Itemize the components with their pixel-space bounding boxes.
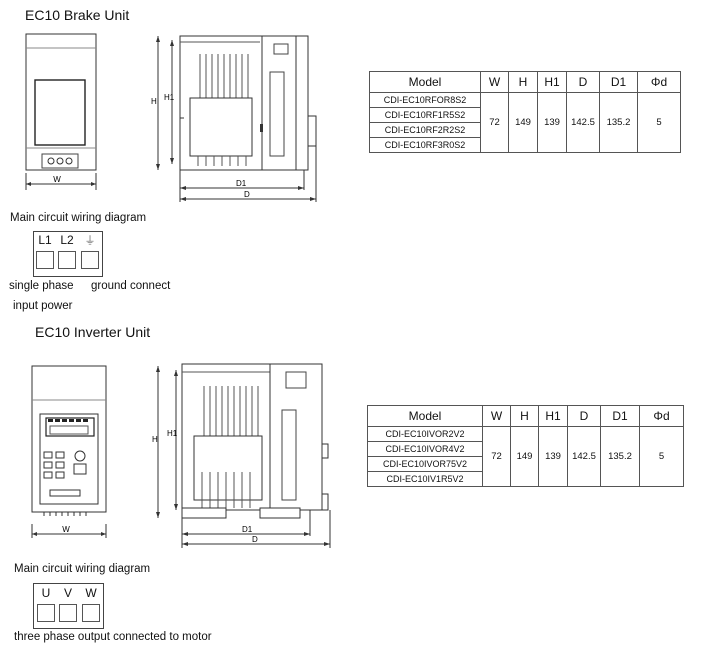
inverter-wiring-caption: Main circuit wiring diagram (14, 563, 151, 575)
inverter-dim-h1-label: H1 (167, 429, 178, 438)
table-row: CDI-EC10RFOR8S2 72 149 139 142.5 135.2 5 (369, 92, 681, 153)
brake-terminal-block: L1 L2 ⏚ (33, 231, 103, 277)
inverter-model-cell: CDI-EC10IVOR2V2 (367, 426, 483, 442)
brake-spec-table: Model W H H1 D D1 Φd CDI-EC10RFOR8S2 72 … (369, 71, 681, 153)
brake-side-view: H H1 D1 D (151, 35, 317, 202)
terminal-l2 (58, 251, 76, 269)
terminal-label-u: U (41, 586, 51, 600)
brake-note-single-phase: single phase (9, 280, 74, 292)
inverter-side-view: H H1 D1 D (152, 363, 331, 548)
inverter-dim-d-label: D (252, 535, 258, 544)
brake-unit-title: EC10 Brake Unit (25, 7, 130, 23)
terminal-v (59, 604, 77, 622)
terminal-label-l1: L1 (38, 233, 52, 247)
brake-col-d: D (566, 71, 600, 93)
brake-dim-d-label: D (244, 190, 250, 199)
terminal-label-w: W (85, 586, 97, 600)
inverter-model-cell: CDI-EC10IVOR4V2 (367, 441, 483, 457)
brake-dim-w-label: W (53, 175, 61, 184)
brake-model-cell: CDI-EC10RFOR8S2 (369, 92, 481, 108)
brake-note-ground-connect: ground connect (91, 280, 171, 292)
terminal-label-v: V (63, 586, 72, 600)
inverter-dim-h-label: H (152, 435, 158, 444)
inverter-value-d1: 135.2 (600, 426, 640, 487)
brake-col-h: H (508, 71, 538, 93)
brake-front-view: W (25, 33, 97, 190)
inverter-terminal-block: U V W (33, 583, 104, 629)
brake-model-cell: CDI-EC10RF1R5S2 (369, 107, 481, 123)
inverter-value-d: 142.5 (567, 426, 601, 487)
inverter-dim-d1-label: D1 (242, 525, 253, 534)
brake-model-cell: CDI-EC10RF2R2S2 (369, 122, 481, 138)
brake-value-phid: 5 (637, 92, 681, 153)
inverter-col-d: D (567, 405, 601, 427)
brake-note-input-power: input power (13, 300, 73, 312)
inverter-spec-table: Model W H H1 D D1 Φd CDI-EC10IVOR2V2 72 … (367, 405, 684, 487)
brake-model-cell: CDI-EC10RF3R0S2 (369, 137, 481, 153)
table-row: CDI-EC10IVOR2V2 72 149 139 142.5 135.2 5 (367, 426, 684, 487)
inverter-col-model: Model (367, 405, 483, 427)
terminal-l1 (36, 251, 54, 269)
brake-dim-h-label: H (151, 97, 157, 106)
inverter-value-w: 72 (482, 426, 511, 487)
brake-dim-d1-label: D1 (236, 179, 247, 188)
inverter-model-cell: CDI-EC10IV1R5V2 (367, 471, 483, 487)
inverter-front-view: W (31, 365, 107, 538)
inverter-value-h1: 139 (538, 426, 568, 487)
inverter-note-motor: three phase output connected to motor (14, 631, 212, 643)
terminal-label-l2: L2 (60, 233, 74, 247)
terminal-u (37, 604, 55, 622)
brake-col-h1: H1 (537, 71, 567, 93)
brake-col-d1: D1 (599, 71, 638, 93)
table-row: CDI-EC10RF3R0S2 (369, 137, 681, 153)
inverter-col-h1: H1 (538, 405, 568, 427)
inverter-col-d1: D1 (600, 405, 640, 427)
brake-dim-h1-label: H1 (164, 93, 175, 102)
inverter-col-w: W (482, 405, 511, 427)
table-row: CDI-EC10IV1R5V2 (367, 471, 684, 487)
inverter-value-phid: 5 (639, 426, 684, 487)
inverter-value-h: 149 (510, 426, 539, 487)
inverter-table-header-row: Model W H H1 D D1 Φd (367, 405, 684, 427)
ground-icon: ⏚ (84, 235, 96, 247)
brake-value-d1: 135.2 (599, 92, 638, 153)
brake-table-header-row: Model W H H1 D D1 Φd (369, 71, 681, 93)
brake-col-phid: Φd (637, 71, 681, 93)
inverter-unit-title: EC10 Inverter Unit (35, 324, 151, 340)
brake-value-d: 142.5 (566, 92, 600, 153)
inverter-dim-w-label: W (62, 525, 70, 534)
brake-value-w: 72 (480, 92, 509, 153)
brake-col-w: W (480, 71, 509, 93)
inverter-col-phid: Φd (639, 405, 684, 427)
brake-col-model: Model (369, 71, 481, 93)
terminal-w (82, 604, 100, 622)
inverter-model-cell: CDI-EC10IVOR75V2 (367, 456, 483, 472)
brake-value-h: 149 (508, 92, 538, 153)
brake-value-h1: 139 (537, 92, 567, 153)
inverter-col-h: H (510, 405, 539, 427)
terminal-ground (81, 251, 99, 269)
brake-wiring-caption: Main circuit wiring diagram (10, 212, 147, 224)
